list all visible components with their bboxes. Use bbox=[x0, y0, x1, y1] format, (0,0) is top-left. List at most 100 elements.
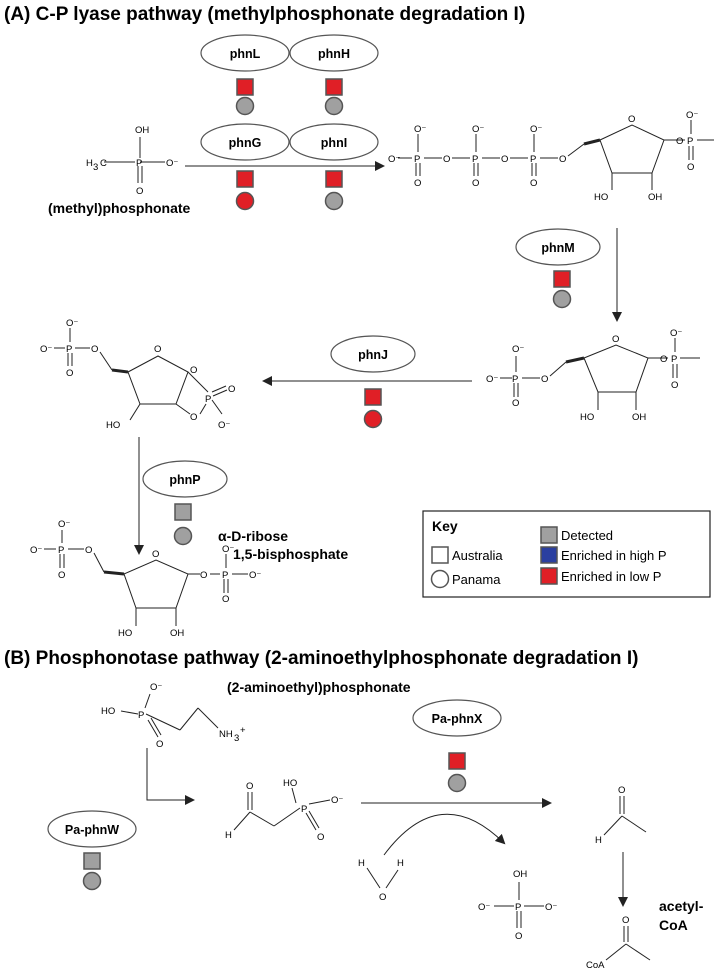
svg-text:P: P bbox=[301, 804, 307, 815]
svg-text:P: P bbox=[222, 570, 228, 581]
key-panama-label: Panama bbox=[452, 572, 501, 587]
key-detected-label: Detected bbox=[561, 528, 613, 543]
svg-text:O: O bbox=[622, 915, 629, 926]
svg-text:O: O bbox=[154, 344, 161, 355]
svg-text:O: O bbox=[501, 154, 508, 165]
phnX-australia-square bbox=[448, 752, 466, 770]
phnL-australia-square bbox=[236, 78, 254, 96]
enzyme-label-phnJ: phnJ bbox=[358, 348, 388, 362]
key-low-p-swatch bbox=[540, 567, 558, 585]
methylphosphonate-structure bbox=[104, 137, 165, 183]
svg-text:O: O bbox=[222, 594, 229, 605]
svg-text:O⁻: O⁻ bbox=[478, 902, 490, 913]
svg-text:O⁻: O⁻ bbox=[150, 682, 162, 693]
phnI-panama-circle bbox=[324, 191, 344, 211]
phnG-australia-square bbox=[236, 170, 254, 188]
svg-text:O: O bbox=[541, 374, 548, 385]
svg-text:O: O bbox=[91, 344, 98, 355]
svg-text:H: H bbox=[358, 858, 365, 869]
svg-text:O⁻: O⁻ bbox=[670, 328, 682, 339]
svg-text:O⁻: O⁻ bbox=[40, 344, 52, 355]
enzyme-label-phnI: phnI bbox=[321, 136, 347, 150]
svg-text:O⁻: O⁻ bbox=[512, 344, 524, 355]
svg-text:O: O bbox=[687, 162, 694, 173]
enzyme-label-phnM: phnM bbox=[541, 241, 574, 255]
acetyl-coa-structure bbox=[605, 926, 651, 961]
svg-text:O: O bbox=[152, 549, 159, 560]
svg-text:O: O bbox=[618, 785, 625, 796]
key-high-p-swatch bbox=[540, 546, 558, 564]
phnJ-panama-circle bbox=[363, 409, 383, 429]
ribose-phosphate-structure bbox=[500, 338, 700, 410]
phnH-panama-circle bbox=[324, 96, 344, 116]
svg-text:O: O bbox=[190, 365, 197, 376]
svg-text:CoA: CoA bbox=[586, 960, 605, 971]
enzyme-phnW: Pa-phnW bbox=[47, 810, 137, 848]
svg-text:O: O bbox=[190, 412, 197, 423]
enzyme-phnH: phnH bbox=[289, 34, 379, 72]
svg-text:O: O bbox=[512, 398, 519, 409]
key-low-p-label: Enriched in low P bbox=[561, 569, 661, 584]
svg-text:O: O bbox=[228, 384, 235, 395]
svg-text:P: P bbox=[58, 545, 64, 556]
svg-text:3: 3 bbox=[93, 162, 98, 173]
compound-aminoethylphosphonate: (2-aminoethyl)phosphonate bbox=[227, 679, 411, 695]
ribose-bisphosphate-structure bbox=[44, 530, 248, 626]
cyclic-ribose-phosphate-structure bbox=[54, 328, 228, 421]
svg-text:P: P bbox=[414, 154, 420, 165]
phnM-australia-square bbox=[553, 270, 571, 288]
key-australia-label: Australia bbox=[452, 548, 503, 563]
svg-text:O⁻: O⁻ bbox=[545, 902, 557, 913]
phnW-panama-circle bbox=[82, 871, 102, 891]
compound-ribose-bisphosphate-line1: α-D-ribose bbox=[218, 528, 288, 544]
phnP-panama-circle bbox=[173, 526, 193, 546]
svg-text:NH: NH bbox=[219, 729, 233, 740]
svg-text:P: P bbox=[512, 374, 518, 385]
svg-text:O: O bbox=[317, 832, 324, 843]
svg-text:HO: HO bbox=[118, 628, 132, 639]
enzyme-label-phnL: phnL bbox=[230, 47, 261, 61]
svg-text:O⁻: O⁻ bbox=[530, 124, 542, 135]
phosphate-structure bbox=[494, 882, 544, 928]
enzyme-phnJ: phnJ bbox=[330, 335, 416, 373]
svg-text:+: + bbox=[240, 725, 246, 736]
key-panama-circle bbox=[430, 569, 450, 589]
phnL-panama-circle bbox=[235, 96, 255, 116]
phnW-australia-square bbox=[83, 852, 101, 870]
svg-text:O: O bbox=[379, 892, 386, 903]
phnP-australia-square bbox=[174, 503, 192, 521]
phnG-panama-circle bbox=[235, 191, 255, 211]
svg-text:O: O bbox=[443, 154, 450, 165]
svg-text:OH: OH bbox=[170, 628, 184, 639]
svg-text:O: O bbox=[136, 186, 143, 197]
svg-text:P: P bbox=[687, 136, 693, 147]
svg-text:O: O bbox=[246, 781, 253, 792]
svg-text:C: C bbox=[100, 158, 107, 169]
svg-text:O⁻: O⁻ bbox=[414, 124, 426, 135]
svg-text:O⁻: O⁻ bbox=[66, 318, 78, 329]
ribose-triphosphate-structure bbox=[398, 120, 714, 190]
svg-text:O⁻: O⁻ bbox=[249, 570, 261, 581]
svg-text:H: H bbox=[225, 830, 232, 841]
svg-text:O⁻: O⁻ bbox=[58, 519, 70, 530]
enzyme-label-phnG: phnG bbox=[229, 136, 262, 150]
legend-key: Key Australia Panama Detected Enriched i… bbox=[422, 510, 711, 598]
svg-text:OH: OH bbox=[513, 869, 527, 880]
svg-text:P: P bbox=[205, 394, 211, 405]
svg-text:O⁻: O⁻ bbox=[388, 154, 400, 165]
enzyme-label-phnW: Pa-phnW bbox=[65, 823, 119, 837]
panel-b-title: (B) Phosphonotase pathway (2-aminoethylp… bbox=[4, 648, 638, 669]
svg-text:H: H bbox=[595, 835, 602, 846]
phnI-australia-square bbox=[325, 170, 343, 188]
enzyme-phnG: phnG bbox=[200, 123, 290, 161]
svg-text:OH: OH bbox=[632, 412, 646, 423]
enzyme-phnL: phnL bbox=[200, 34, 290, 72]
aminoethylphosphonate-structure bbox=[120, 693, 219, 738]
svg-text:HO: HO bbox=[101, 706, 115, 717]
acetaldehyde-structure bbox=[603, 796, 647, 836]
key-title: Key bbox=[432, 518, 458, 534]
arrow-phnW bbox=[146, 748, 195, 805]
phnM-panama-circle bbox=[552, 289, 572, 309]
svg-text:O⁻: O⁻ bbox=[486, 374, 498, 385]
svg-text:O⁻: O⁻ bbox=[331, 795, 343, 806]
